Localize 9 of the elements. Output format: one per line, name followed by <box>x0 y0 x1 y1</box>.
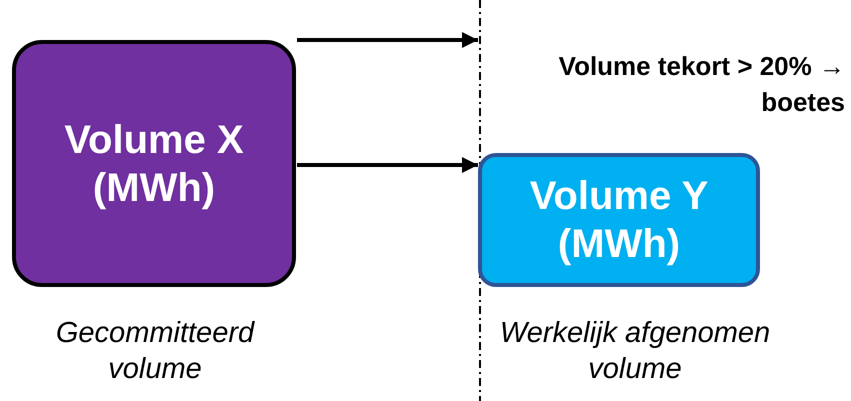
node-label: Gecommitteerd volume <box>54 316 256 388</box>
box-text: Volume X (MWh) <box>63 116 245 212</box>
arrow <box>297 157 478 173</box>
arrow <box>297 32 478 48</box>
volume-box <box>12 40 296 287</box>
volume-box <box>478 153 760 287</box>
note-text: Volume tekort > 20% → boetes <box>558 50 845 120</box>
box-text: Volume Y (MWh) <box>528 173 710 268</box>
node-label: Werkelijk afgenomen volume <box>498 316 772 388</box>
